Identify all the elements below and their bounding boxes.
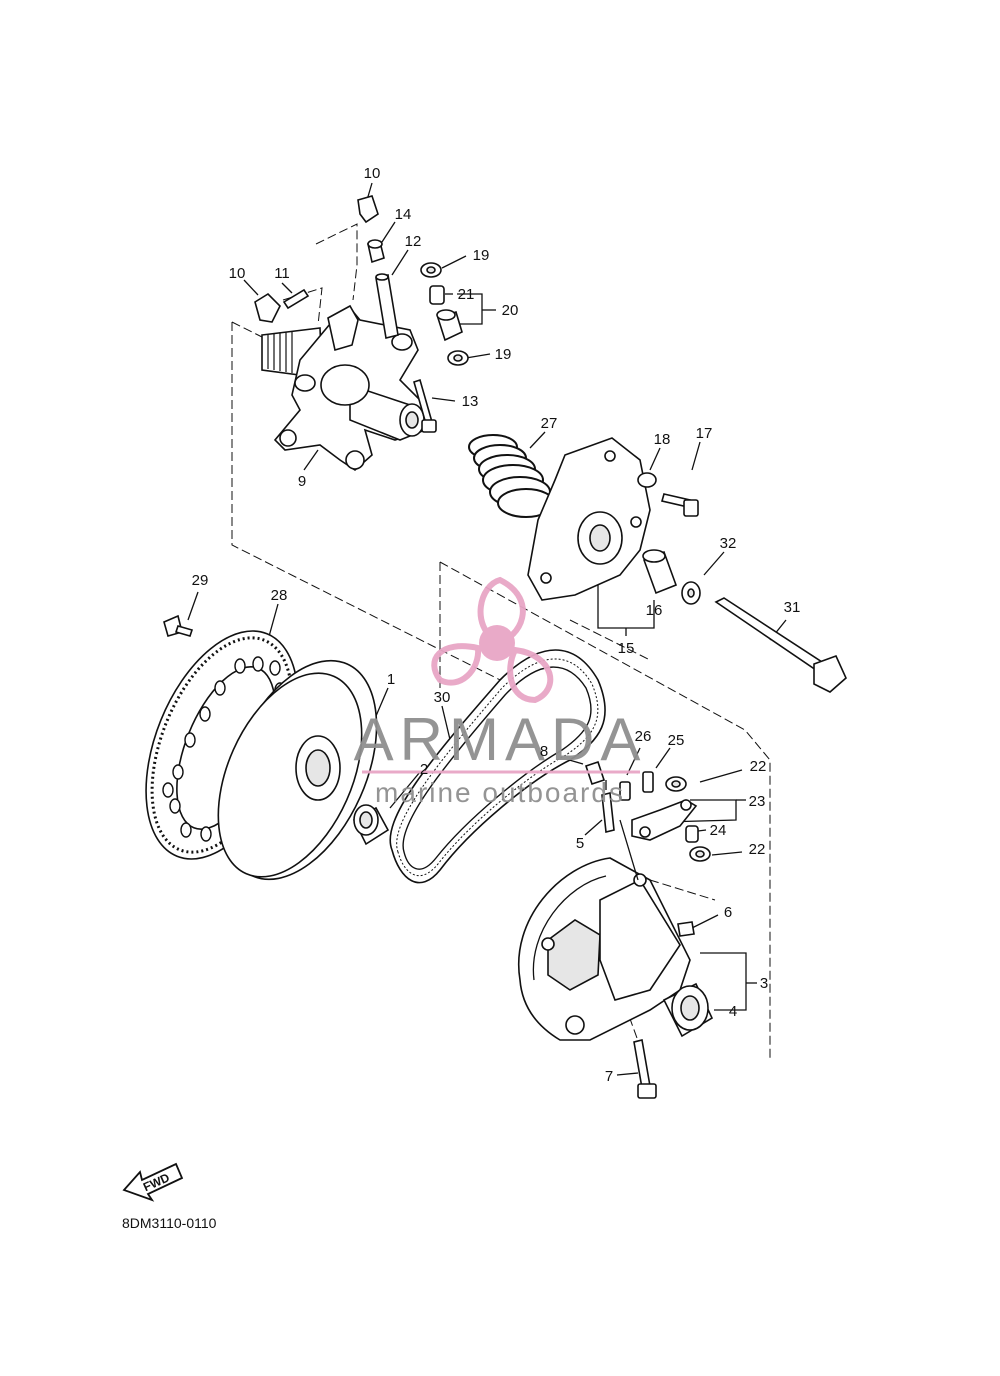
fixed-sheave-1 — [217, 659, 378, 881]
part-label: 20 — [502, 302, 519, 319]
collar-24 — [685, 825, 699, 843]
part-label: 19 — [473, 247, 490, 264]
part-label: 28 — [271, 587, 288, 604]
part-label: 3 — [760, 975, 768, 992]
part-label: 10 — [229, 265, 246, 282]
part-label: 14 — [395, 206, 412, 223]
part-label: 23 — [749, 793, 766, 810]
part-label: 17 — [696, 425, 713, 442]
washer-19b — [447, 350, 469, 366]
part-label: 8 — [540, 743, 548, 760]
pin-12 — [375, 273, 399, 339]
washer-18 — [637, 472, 657, 488]
part-label: 16 — [646, 602, 663, 619]
part-number-labels: 10 14 12 19 10 11 21 20 19 13 9 27 18 17… — [192, 165, 801, 1085]
washer-22b — [689, 846, 711, 862]
part-label: 19 — [495, 346, 512, 363]
part-label: 5 — [576, 835, 584, 852]
bushing-21 — [429, 285, 445, 305]
part-label: 25 — [668, 732, 685, 749]
part-label: 32 — [720, 535, 737, 552]
washer-32 — [681, 581, 701, 605]
watermark-brand: ARMADA — [354, 706, 647, 773]
collar-2 — [352, 804, 390, 846]
part-label: 22 — [750, 758, 767, 775]
bolt-29 — [163, 614, 194, 637]
bolt-31 — [714, 597, 847, 693]
part-label: 30 — [434, 689, 451, 706]
part-label: 24 — [710, 822, 727, 839]
part-label: 27 — [541, 415, 558, 432]
bushing-16 — [642, 549, 678, 595]
propeller-logo-icon — [431, 576, 554, 704]
diagram-code: 8DM3110-0110 — [122, 1215, 217, 1231]
weight-10b — [254, 292, 281, 323]
bolt-17 — [660, 493, 699, 517]
part-label: 1 — [387, 671, 395, 688]
part-label: 18 — [654, 431, 671, 448]
part-label: 9 — [298, 473, 306, 490]
collar-26 — [619, 781, 631, 801]
watermark-tagline: marine outboards — [375, 777, 625, 808]
part-label: 31 — [784, 599, 801, 616]
roller-20 — [436, 309, 463, 342]
spring-27 — [468, 434, 555, 518]
washer-19a — [420, 262, 442, 278]
bolt-13 — [413, 378, 437, 433]
pin-11 — [282, 288, 310, 310]
watermark: ARMADA marine outboards — [354, 576, 647, 808]
pin-5 — [601, 780, 615, 833]
part-label: 29 — [192, 572, 209, 589]
part-label: 22 — [749, 841, 766, 858]
part-label: 11 — [274, 265, 290, 282]
part-label: 2 — [420, 761, 428, 778]
collar-25 — [642, 771, 654, 793]
screw-6 — [677, 921, 695, 937]
weight-10a — [357, 195, 379, 224]
part-label: 12 — [405, 233, 422, 250]
primary-cover-15 — [527, 437, 651, 601]
washer-22a — [665, 776, 687, 792]
part-label: 13 — [462, 393, 479, 410]
part-label: 10 — [364, 165, 381, 182]
sliding-sheave-assembly-9 — [261, 304, 426, 472]
forward-arrow-icon: FWD — [122, 1162, 184, 1202]
part-label: 21 — [458, 286, 475, 303]
part-label: 26 — [635, 728, 652, 745]
part-label: 6 — [724, 904, 732, 921]
bolt-7 — [633, 1039, 657, 1099]
arm-23 — [631, 799, 698, 841]
bushing-4 — [662, 982, 714, 1038]
collar-14 — [367, 239, 385, 264]
drive-belt-30 — [389, 649, 606, 884]
clutch-housing-3 — [517, 819, 691, 1041]
part-label: 7 — [605, 1068, 613, 1085]
part-label: 4 — [729, 1003, 737, 1020]
part-label: 15 — [618, 640, 635, 657]
